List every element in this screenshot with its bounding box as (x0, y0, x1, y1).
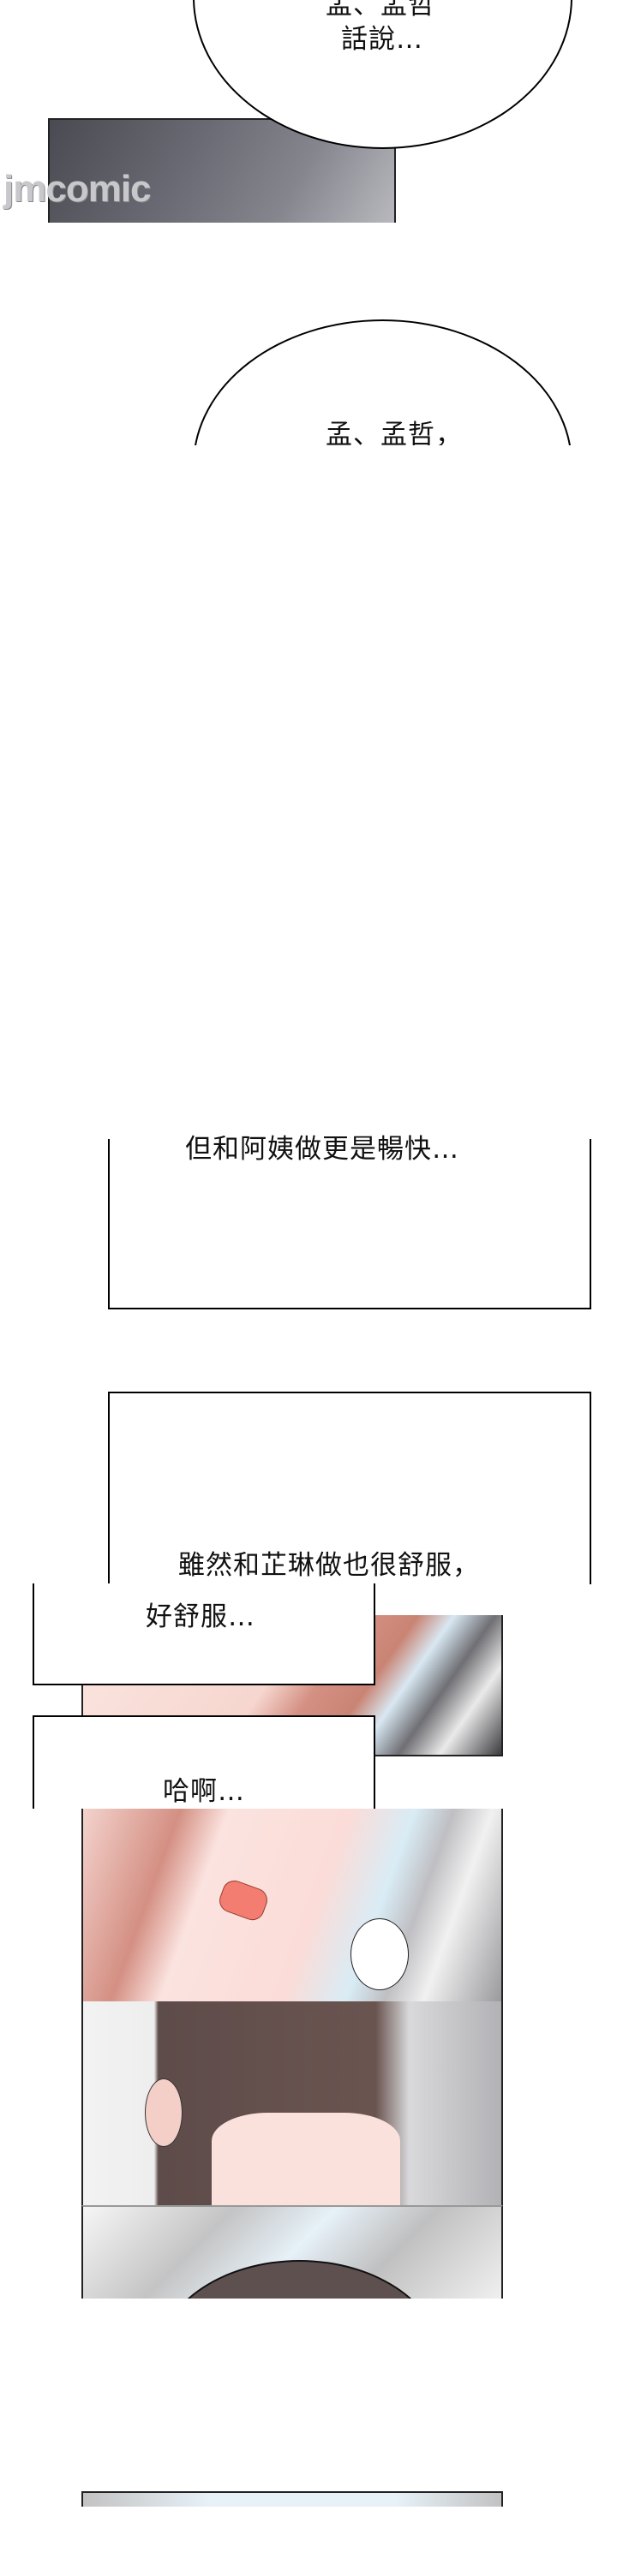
caption-box (33, 1583, 375, 1685)
bubble-text-partial: 孟、孟哲 (326, 0, 435, 21)
caption-text: 雖然和芷琳做也很舒服， (178, 1550, 480, 1581)
comic-panel-head (81, 2205, 503, 2299)
caption-box (108, 1139, 591, 1309)
mouth (216, 1876, 271, 1924)
bubble-text: 孟、孟哲， (326, 420, 463, 445)
caption-box (33, 1715, 375, 1809)
comic-panel-boy (81, 2001, 503, 2207)
caption-text: 哈啊… (163, 1776, 245, 1807)
caption-box (108, 1392, 591, 1584)
ear (145, 2078, 183, 2147)
caption-text: 但和阿姨做更是暢快… (185, 1134, 459, 1165)
watermark-logo: jmcomic (3, 168, 152, 210)
caption-text: 好舒服… (146, 1601, 255, 1632)
comic-panel-face (81, 1809, 503, 2001)
comic-panel-bottom (81, 2491, 503, 2507)
bubble-text: 話說… (341, 24, 423, 55)
face (212, 2113, 400, 2207)
hair (156, 2260, 443, 2299)
thought-bubble (350, 1918, 409, 1990)
